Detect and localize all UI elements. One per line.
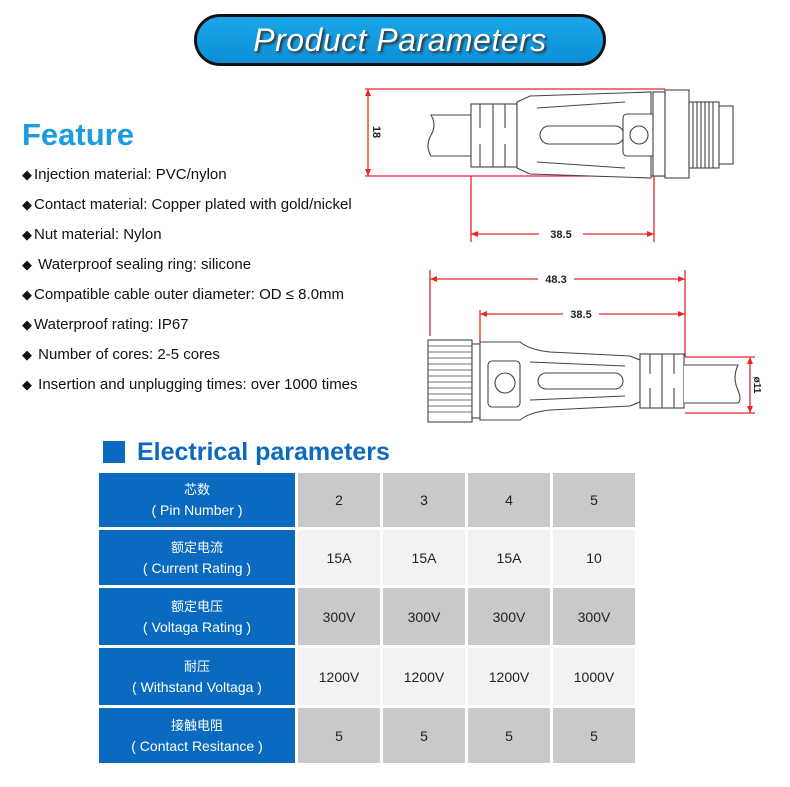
feature-item: ◆ Waterproof sealing ring: silicone bbox=[22, 255, 358, 285]
table-cell: 4 bbox=[468, 473, 550, 527]
table-cell: 300V bbox=[383, 588, 465, 645]
product-parameters-banner: Product Parameters bbox=[194, 14, 606, 66]
row-header: 额定电流 ( Current Rating ) bbox=[99, 530, 295, 585]
diamond-bullet-icon: ◆ bbox=[22, 197, 32, 212]
table-row-withstand-voltage: 耐压 ( Withstand Voltaga ) 1200V 1200V 1200… bbox=[99, 648, 635, 705]
body-length-dimension-label: 38.5 bbox=[570, 309, 591, 321]
feature-item: ◆Contact material: Copper plated with go… bbox=[22, 195, 358, 225]
feature-item: ◆Compatible cable outer diameter: OD ≤ 8… bbox=[22, 285, 358, 315]
row-header: 接触电阻 ( Contact Resitance ) bbox=[99, 708, 295, 763]
dimension-arrows bbox=[365, 89, 654, 237]
row-header-en: ( Withstand Voltaga ) bbox=[132, 678, 262, 695]
row-header: 耐压 ( Withstand Voltaga ) bbox=[99, 648, 295, 705]
table-cell: 2 bbox=[298, 473, 380, 527]
table-cell: 5 bbox=[298, 708, 380, 763]
dimension-arrows bbox=[430, 276, 753, 413]
feature-text: Waterproof rating: IP67 bbox=[34, 316, 189, 333]
row-header-zh: 额定电流 bbox=[170, 539, 223, 555]
feature-text: Number of cores: 2-5 cores bbox=[34, 346, 220, 363]
feature-text: Nut material: Nylon bbox=[34, 226, 162, 243]
table-cell: 15A bbox=[468, 530, 550, 585]
feature-item: ◆Nut material: Nylon bbox=[22, 225, 358, 255]
total-length-dimension-label: 48.3 bbox=[545, 274, 566, 286]
feature-text: Contact material: Copper plated with gol… bbox=[34, 196, 352, 213]
diamond-bullet-icon: ◆ bbox=[22, 347, 32, 362]
feature-item: ◆Waterproof rating: IP67 bbox=[22, 315, 358, 345]
table-row-current-rating: 额定电流 ( Current Rating ) 15A 15A 15A 10 bbox=[99, 530, 635, 585]
diamond-bullet-icon: ◆ bbox=[22, 287, 32, 302]
diamond-bullet-icon: ◆ bbox=[22, 317, 32, 332]
height-dimension-label: 18 bbox=[370, 126, 382, 138]
row-header-zh: 接触电阻 bbox=[170, 717, 223, 733]
feature-heading: Feature bbox=[22, 117, 134, 152]
table-cell: 300V bbox=[468, 588, 550, 645]
male-connector-outline bbox=[427, 89, 734, 179]
feature-text: Insertion and unplugging times: over 100… bbox=[34, 376, 358, 393]
table-cell: 5 bbox=[553, 708, 635, 763]
row-header-en: ( Pin Number ) bbox=[151, 502, 243, 518]
row-header-zh: 耐压 bbox=[183, 658, 210, 674]
square-marker-icon bbox=[103, 441, 125, 463]
feature-text: Waterproof sealing ring: silicone bbox=[34, 256, 252, 273]
table-cell: 5 bbox=[383, 708, 465, 763]
table-cell: 1200V bbox=[383, 648, 465, 705]
table-row-voltage-rating: 额定电压 ( Voltaga Rating ) 300V 300V 300V 30… bbox=[99, 588, 635, 645]
table-cell: 300V bbox=[553, 588, 635, 645]
table-cell: 15A bbox=[383, 530, 465, 585]
row-header: 额定电压 ( Voltaga Rating ) bbox=[99, 588, 295, 645]
female-connector-outline bbox=[427, 339, 741, 423]
feature-item: ◆ Number of cores: 2-5 cores bbox=[22, 345, 358, 375]
electrical-parameters-title: Electrical parameters bbox=[137, 437, 390, 466]
feature-text: Injection material: PVC/nylon bbox=[34, 166, 227, 183]
row-header-en: ( Contact Resitance ) bbox=[131, 737, 263, 754]
table-cell: 5 bbox=[468, 708, 550, 763]
banner-title: Product Parameters bbox=[253, 21, 547, 58]
table-row-contact-resistance: 接触电阻 ( Contact Resitance ) 5 5 5 5 bbox=[99, 708, 635, 763]
row-header-en: ( Current Rating ) bbox=[142, 559, 252, 576]
diamond-bullet-icon: ◆ bbox=[22, 257, 32, 272]
cable-diameter-dimension-label: ø11 bbox=[751, 377, 762, 394]
row-header-zh: 额定电压 bbox=[170, 598, 223, 614]
feature-text: Compatible cable outer diameter: OD ≤ 8.… bbox=[34, 286, 345, 303]
table-cell: 300V bbox=[298, 588, 380, 645]
diamond-bullet-icon: ◆ bbox=[22, 167, 32, 182]
table-cell: 10 bbox=[553, 530, 635, 585]
row-header: 芯数 ( Pin Number ) bbox=[99, 473, 295, 527]
row-header-en: ( Voltaga Rating ) bbox=[142, 618, 252, 635]
table-cell: 1200V bbox=[298, 648, 380, 705]
feature-list: ◆Injection material: PVC/nylon ◆Contact … bbox=[22, 165, 358, 405]
table-row-pin-number: 芯数 ( Pin Number ) 2 3 4 5 bbox=[99, 473, 635, 527]
length-dimension-label: 38.5 bbox=[550, 229, 571, 241]
row-header-zh: 芯数 bbox=[183, 482, 210, 497]
table-cell: 1200V bbox=[468, 648, 550, 705]
table-cell: 5 bbox=[553, 473, 635, 527]
female-connector-drawing: 48.3 38.5 ø11 bbox=[420, 262, 770, 442]
electrical-parameters-heading: Electrical parameters bbox=[103, 437, 390, 467]
table-cell: 1000V bbox=[553, 648, 635, 705]
diamond-bullet-icon: ◆ bbox=[22, 377, 32, 392]
diamond-bullet-icon: ◆ bbox=[22, 227, 32, 242]
feature-item: ◆Injection material: PVC/nylon bbox=[22, 165, 358, 195]
table-cell: 15A bbox=[298, 530, 380, 585]
electrical-parameters-table: 芯数 ( Pin Number ) 2 3 4 5 额定电流 ( Current R… bbox=[96, 470, 638, 766]
feature-item: ◆ Insertion and unplugging times: over 1… bbox=[22, 375, 358, 405]
table-cell: 3 bbox=[383, 473, 465, 527]
male-connector-drawing: 18 38.5 bbox=[355, 82, 750, 247]
